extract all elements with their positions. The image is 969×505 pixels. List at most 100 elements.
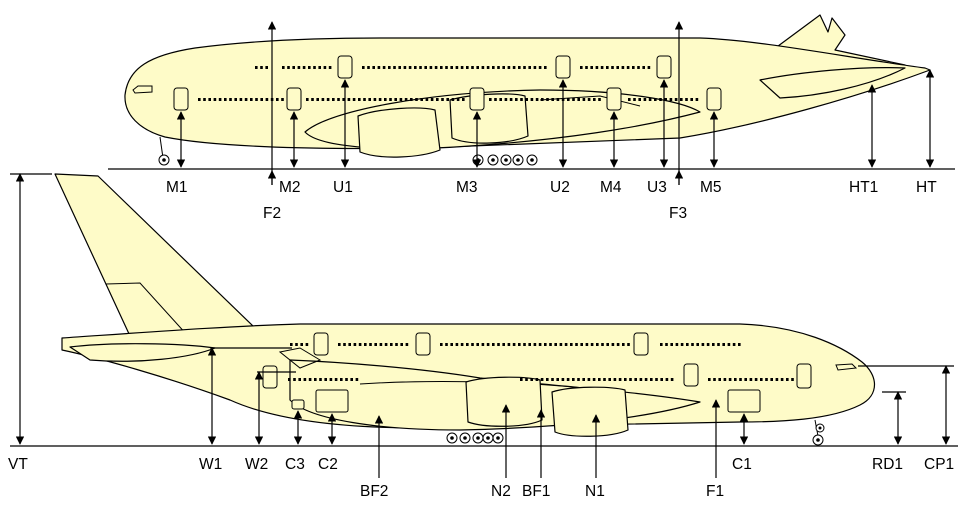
window bbox=[374, 343, 377, 346]
window bbox=[706, 343, 710, 346]
window bbox=[634, 378, 637, 381]
window bbox=[528, 66, 531, 69]
window bbox=[287, 66, 290, 69]
window bbox=[281, 98, 284, 101]
window bbox=[648, 98, 652, 101]
window bbox=[712, 343, 715, 346]
window bbox=[337, 98, 340, 101]
label-u3: U3 bbox=[647, 179, 667, 196]
top-door-u2 bbox=[555, 55, 571, 79]
window bbox=[587, 378, 591, 381]
bottom-wing-fence bbox=[278, 347, 322, 369]
window bbox=[298, 378, 301, 381]
window bbox=[410, 98, 413, 101]
window bbox=[440, 343, 443, 346]
window bbox=[722, 343, 725, 346]
window bbox=[644, 378, 648, 381]
window bbox=[424, 66, 427, 69]
label-f3: F3 bbox=[669, 205, 687, 222]
window bbox=[551, 98, 554, 101]
label-c3: C3 bbox=[285, 456, 305, 473]
window bbox=[595, 66, 599, 69]
window bbox=[549, 343, 552, 346]
window bbox=[512, 343, 516, 346]
window bbox=[585, 66, 588, 69]
window bbox=[639, 378, 643, 381]
window bbox=[775, 378, 779, 381]
window bbox=[675, 343, 679, 346]
window bbox=[313, 66, 316, 69]
window bbox=[546, 378, 549, 381]
top-door-m5 bbox=[706, 87, 722, 111]
window bbox=[489, 98, 492, 101]
window bbox=[492, 66, 495, 69]
window bbox=[389, 98, 392, 101]
label-n2: N2 bbox=[491, 483, 511, 500]
window bbox=[701, 343, 705, 346]
bottom-cargo-door-c1 bbox=[727, 389, 761, 413]
label-f1: F1 bbox=[706, 483, 724, 500]
window bbox=[363, 98, 366, 101]
window bbox=[556, 378, 559, 381]
window bbox=[481, 66, 485, 69]
window bbox=[518, 66, 521, 69]
window bbox=[198, 98, 201, 101]
window bbox=[295, 343, 298, 346]
window bbox=[347, 98, 351, 101]
window bbox=[734, 378, 737, 381]
window bbox=[650, 378, 653, 381]
window bbox=[616, 66, 619, 69]
window bbox=[608, 378, 611, 381]
top-engine-outboard bbox=[449, 93, 529, 144]
window bbox=[566, 378, 570, 381]
window bbox=[561, 378, 565, 381]
bottom-vertical-tail bbox=[54, 173, 256, 337]
window bbox=[546, 98, 549, 101]
window bbox=[585, 343, 589, 346]
window bbox=[780, 378, 784, 381]
window bbox=[311, 98, 314, 101]
window bbox=[616, 343, 620, 346]
top-wing-tip-fence bbox=[759, 67, 906, 99]
window bbox=[540, 378, 544, 381]
label-m3: M3 bbox=[456, 179, 478, 196]
window bbox=[244, 98, 248, 101]
top-nose-gear bbox=[158, 136, 170, 166]
window bbox=[451, 98, 455, 101]
window bbox=[364, 343, 367, 346]
window bbox=[302, 66, 306, 69]
window bbox=[368, 98, 371, 101]
window bbox=[601, 343, 604, 346]
window bbox=[765, 378, 768, 381]
window bbox=[637, 66, 640, 69]
window bbox=[362, 66, 365, 69]
top-door-m3 bbox=[469, 87, 485, 111]
window bbox=[554, 343, 557, 346]
window bbox=[332, 98, 335, 101]
top-upper-deck-windows bbox=[255, 66, 651, 69]
window bbox=[611, 66, 614, 69]
window bbox=[580, 66, 583, 69]
label-m1: M1 bbox=[166, 179, 188, 196]
window bbox=[538, 343, 542, 346]
window bbox=[507, 343, 511, 346]
bottom-rudder-line bbox=[105, 282, 189, 337]
window bbox=[685, 98, 688, 101]
window bbox=[218, 98, 222, 101]
window bbox=[638, 98, 641, 101]
window bbox=[203, 98, 206, 101]
window bbox=[587, 98, 591, 101]
window bbox=[321, 98, 325, 101]
window bbox=[535, 378, 539, 381]
window bbox=[338, 343, 341, 346]
window bbox=[288, 378, 291, 381]
window bbox=[466, 343, 469, 346]
window bbox=[665, 343, 668, 346]
window bbox=[466, 66, 469, 69]
window bbox=[297, 66, 301, 69]
window bbox=[292, 66, 295, 69]
window bbox=[691, 343, 694, 346]
window bbox=[660, 378, 663, 381]
top-engine-inboard bbox=[357, 107, 441, 158]
window bbox=[760, 378, 763, 381]
